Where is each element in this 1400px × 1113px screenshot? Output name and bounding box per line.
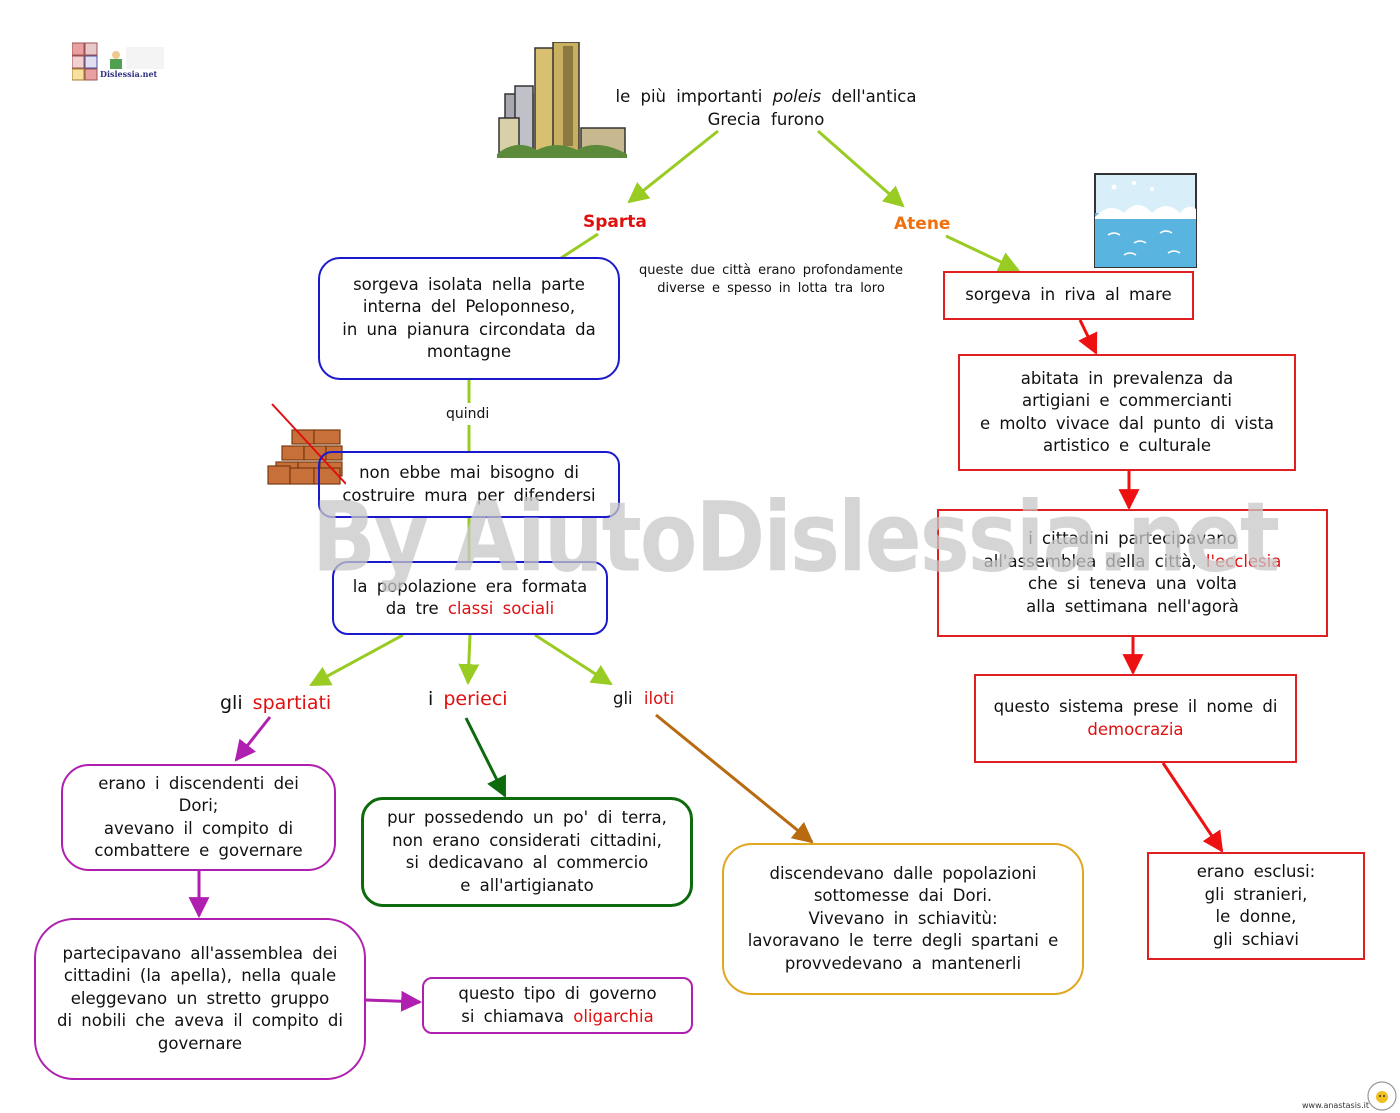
atene-location-box: sorgeva in riva al mare [943,271,1194,320]
class-perieci-label: i perieci [428,688,508,710]
logo-icon [71,42,164,81]
population-highlight: classi sociali [447,599,555,618]
assembly-line3: che si teneva una volta alla settimana n… [1026,574,1239,616]
atene-people-box: abitata in prevalenza da artigiani e com… [958,354,1296,471]
population-line2a: da tre [385,599,439,618]
arrow-assembly-gov [365,990,423,1012]
sparta-population-box: la popolazione era formata da tre classi… [332,561,608,635]
spartiati-desc-box: erano i discendenti dei Dori; avevano il… [61,764,336,871]
sparta-walls-text: non ebbe mai bisogno di costruire mura p… [342,463,596,505]
arrow-to-atene [817,129,905,208]
perieci-desc-box: pur possedendo un po' di terra, non eran… [361,797,693,907]
sea-icon [1094,173,1197,268]
gov-highlight: oligarchia [573,1006,654,1026]
perieci-desc-text: pur possedendo un po' di terra, non eran… [387,808,667,895]
arrow-to-spartiati [309,633,404,687]
arrow-spartiati-desc [234,716,272,762]
class-iloti-label: gli iloti [613,689,674,708]
atene-assembly-box: i cittadini partecipavano all'assemblea … [937,509,1328,637]
atene-assembly-text: i cittadini partecipavano all'assemblea … [984,528,1282,618]
democrazia-highlight: democrazia [1087,719,1184,739]
gov-line2: si chiamava [461,1006,564,1026]
gov-line1: questo tipo di governo [458,984,657,1003]
assembly-line1: i cittadini partecipavano [1028,529,1237,548]
spartiati-desc-text: erano i discendenti dei Dori; avevano il… [94,773,303,861]
sparta-location-text: sorgeva isolata nella parte interna del … [342,274,596,362]
atene-label: Atene [894,214,951,234]
system-line1: questo sistema prese il nome di [993,697,1278,716]
arrow-iloti-desc [655,713,814,844]
arrow-atene-box [945,234,1020,272]
spartiati-prefix: gli [220,692,243,714]
atene-system-box: questo sistema prese il nome di democraz… [974,674,1297,763]
perieci-prefix: i [428,688,434,710]
brick-wall-icon [267,403,346,485]
diagram-title: le più importanti poleis dell'antica Gre… [598,86,934,131]
population-line1: la popolazione era formata [352,576,588,596]
spartiati-assembly-box: partecipavano all'assemblea dei cittadin… [34,918,366,1080]
iloti-name: iloti [643,689,675,708]
oligarchia-box: questo tipo di governo si chiamava oliga… [422,977,693,1034]
perieci-name: perieci [443,688,508,710]
atene-system-text: questo sistema prese il nome di democraz… [994,696,1278,741]
ecclesia-highlight: l'ecclesia [1205,551,1282,571]
arrow-atene-people [1078,319,1098,355]
sparta-location-box: sorgeva isolata nella parte interna del … [318,257,620,380]
sparta-walls-box: non ebbe mai bisogno di costruire mura p… [318,451,620,518]
logo: Dislessia.net [71,41,164,81]
arrow-to-perieci [458,634,480,686]
title-poleis: poleis [772,87,822,106]
watermark: By AiutoDislessia.net [312,480,1280,594]
middle-note: queste due città erano profondamente div… [638,263,904,296]
arrow-to-sparta [627,129,719,204]
buildings-icon [497,42,627,158]
title-part1: le più importanti [615,87,763,106]
iloti-desc-box: discendevano dalle popolazioni sottomess… [722,843,1084,995]
arrow-perieci-desc [464,717,507,798]
atene-location-text: sorgeva in riva al mare [965,285,1172,305]
atene-excluded-box: erano esclusi: gli stranieri, le donne, … [1147,852,1365,960]
footer-text: www.anastasis.it [1302,1101,1369,1110]
link-quindi: quindi [446,406,490,422]
logo-text: Dislessia.net [100,69,158,79]
line-sparta-box [560,232,599,260]
iloti-prefix: gli [613,689,633,708]
class-spartiati-label: gli spartiati [220,692,331,714]
assembly-line2: all'assemblea della città, [983,551,1197,571]
sparta-population-text: la popolazione era formata da tre classi… [353,576,587,621]
spartiati-name: spartiati [252,692,332,714]
arrow-to-iloti [534,633,613,686]
oligarchia-text: questo tipo di governo si chiamava oliga… [458,983,656,1028]
atene-people-text: abitata in prevalenza da artigiani e com… [979,368,1275,456]
iloti-desc-text: discendevano dalle popolazioni sottomess… [747,863,1059,973]
title-line2: Grecia furono [707,109,825,129]
title-part2: dell'antica [831,87,917,106]
sparta-label: Sparta [583,212,647,232]
atene-excluded-text: erano esclusi: gli stranieri, le donne, … [1196,862,1316,949]
spartiati-assembly-text: partecipavano all'assemblea dei cittadin… [57,943,343,1053]
footer-badge-icon [1367,1081,1397,1111]
arrow-system-excluded [1161,762,1224,853]
